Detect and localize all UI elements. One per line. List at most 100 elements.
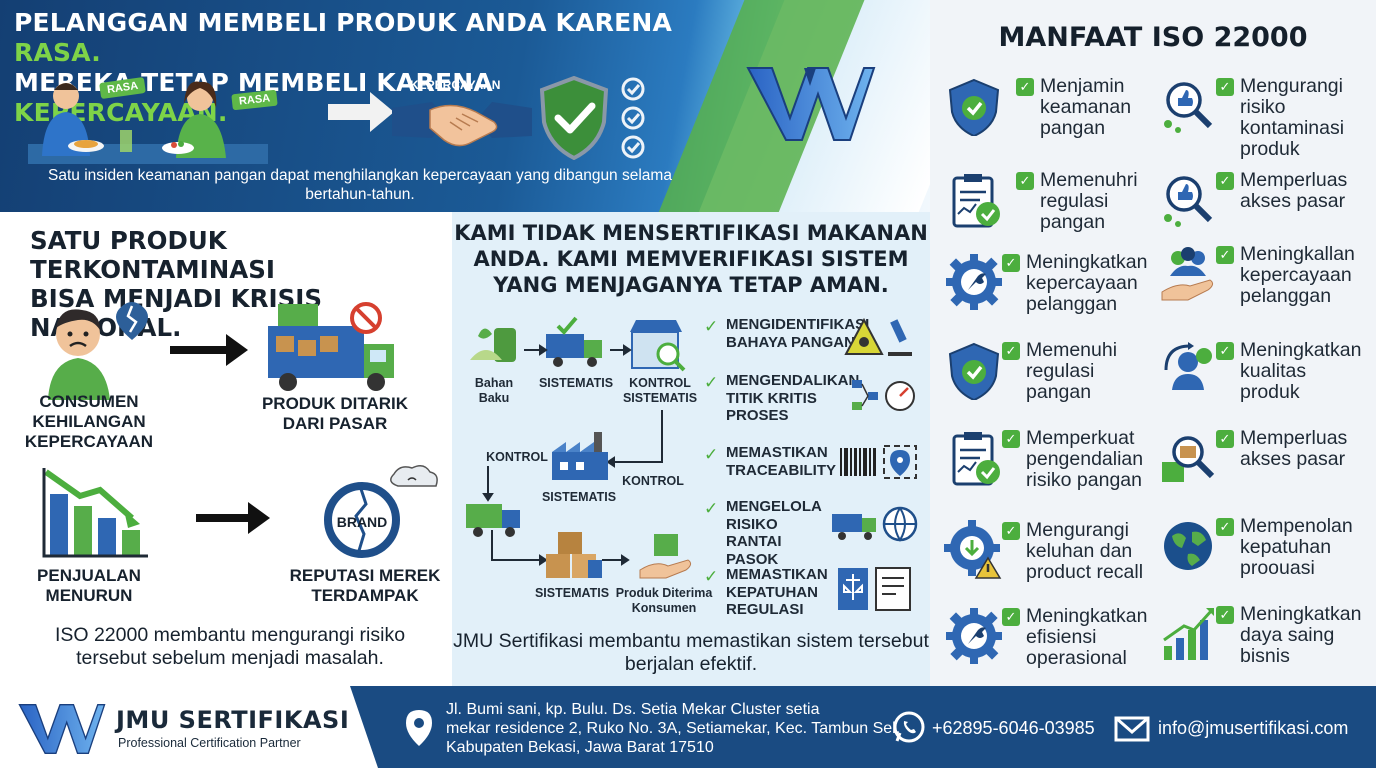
- raw-material-icon: [470, 328, 516, 362]
- check-icon: ✓: [704, 445, 719, 464]
- trust-label: KEPERCAYAAN: [410, 78, 501, 92]
- growth-chart-icon: [1163, 608, 1214, 660]
- flow-connector-arrows: [482, 344, 663, 566]
- benefit-text: Memenuhri regulasi pangan: [1040, 169, 1138, 233]
- check-icon: ✓: [1002, 522, 1020, 540]
- jmu-note: JMU Sertifikasi membantu memastikan sist…: [453, 630, 929, 675]
- benefits-panel: MANFAAT ISO 22000 ✓ Menjamin keamanan pan…: [930, 0, 1376, 686]
- caption-consumer: CONSUMEN KEHILANGAN KEPERCAYAAN: [24, 392, 154, 451]
- footer-tagline: Professional Certification Partner: [118, 736, 301, 750]
- truck-globe-icon: [832, 506, 918, 542]
- magnifier-thumb-icon: [1164, 176, 1213, 227]
- benefit-item: ✓ Meningkatkan kepercayaan pelanggan: [944, 252, 1149, 342]
- benefit-item: ✓ Mengurangi keluhan dan product recall: [944, 520, 1149, 610]
- benefit-item: ✓ Meningkatkan daya saing bisnis: [1158, 604, 1363, 694]
- benefit-text: Menjamin keamanan pangan: [1040, 75, 1132, 139]
- benefit-item: ✓Meningkatkan efisiensi operasional: [944, 606, 1149, 696]
- benefit-item: ✓ Menjamin keamanan pangan: [944, 76, 1149, 166]
- law-document-icon: [838, 567, 911, 611]
- check-icon: ✓: [704, 567, 719, 586]
- shield-check-icon: [539, 76, 609, 160]
- check-icon: ✓: [1002, 342, 1020, 360]
- benefit-text: Memenuhi regulasi pangan: [1026, 339, 1118, 403]
- benefit-text: Meningkatkan kepercayaan pelanggan: [1026, 251, 1148, 315]
- people-eating-illustration: [28, 81, 268, 164]
- clipboard-check-icon: [952, 432, 1000, 486]
- check-icon: ✓: [1216, 78, 1234, 96]
- store-inspection-icon: [630, 320, 686, 372]
- check-icon: ✓: [704, 317, 719, 336]
- delivery-truck-icon: [466, 504, 520, 537]
- jmu-logo: [746, 67, 876, 141]
- truck-icon: [546, 316, 602, 367]
- benefit-item: ✓ Mempenolan kepatuhan proouasi: [1158, 516, 1363, 606]
- recall-truck-icon: [268, 302, 394, 391]
- factory-icon: [552, 432, 608, 480]
- flow-raw-material: Bahan Baku: [474, 376, 514, 405]
- shield-check-icon: [948, 342, 1000, 400]
- footer-email[interactable]: info@jmusertifikasi.com: [1158, 718, 1349, 738]
- gear-wrench-icon: [946, 254, 1002, 310]
- flow-systematic-1: SISTEMATIS: [538, 376, 614, 390]
- globe-icon: [1164, 522, 1212, 570]
- gear-warning-icon: [944, 520, 1002, 579]
- flow-control-systematic: KONTROL SISTEMATIS: [622, 376, 698, 405]
- handshake-icon: [392, 102, 532, 147]
- magnifier-thumb-icon: [1164, 82, 1213, 133]
- check-icon: ✓: [1216, 430, 1234, 448]
- caption-reputation: REPUTASI MEREK TERDAMPAK: [289, 566, 441, 605]
- checklist-icon: [621, 77, 645, 159]
- benefit-text: Meningkatkan daya saing bisnis: [1240, 603, 1362, 667]
- hand-box-icon: [639, 534, 692, 579]
- sad-consumer-icon: [48, 302, 148, 400]
- footer-brand: JMU SERTIFIKASI: [116, 706, 350, 734]
- benefits-title: MANFAAT ISO 22000: [998, 22, 1308, 53]
- system-title: KAMI TIDAK MENSERTIFIKASI MAKANAN ANDA. …: [454, 221, 928, 297]
- benefit-text: Meningkatkan kualitas produk: [1240, 339, 1362, 403]
- banner-note: Satu insiden keamanan pangan dapat mengh…: [48, 167, 672, 203]
- flow-systematic-2: SISTEMATIS: [541, 490, 617, 504]
- benefit-text: Memperluas akses pasar: [1240, 427, 1348, 470]
- benefit-text: Mengurangi keluhan dan product recall: [1026, 519, 1144, 583]
- benefit-item: ✓ Mengurangi risiko kontaminasi produk: [1158, 76, 1363, 166]
- flow-consumer-received: Produk Diterima Konsumen: [615, 586, 713, 615]
- location-pin-icon: [406, 710, 432, 746]
- benefit-item: ✓ Memenuhi regulasi pangan: [944, 340, 1149, 430]
- person-cycle-icon: [1164, 342, 1212, 390]
- hero-banner: PELANGGAN MEMBELI PRODUK ANDA KARENA RAS…: [0, 0, 930, 212]
- footer: JMU SERTIFIKASI Professional Certificati…: [0, 686, 1376, 768]
- flow-control-2: KONTROL: [486, 450, 548, 464]
- check-icon: ✓: [704, 373, 719, 392]
- benefit-text: Meningkatkan efisiensi operasional: [1026, 605, 1148, 669]
- hand-people-icon: [1161, 247, 1214, 301]
- benefit-text: Memperluas akses pasar: [1240, 169, 1348, 212]
- barcode-location-icon: [840, 445, 917, 479]
- check-icon: ✓: [1002, 254, 1020, 272]
- whatsapp-icon: [893, 711, 925, 743]
- jmu-logo: [18, 704, 106, 754]
- brand-word: BRAND: [336, 514, 388, 530]
- footer-logo-block: JMU SERTIFIKASI Professional Certificati…: [0, 686, 378, 768]
- check-icon: ✓: [704, 499, 719, 518]
- benefit-text: Mempenolan kepatuhan proouasi: [1240, 515, 1353, 579]
- benefit-text: Mengurangi risiko kontaminasi produk: [1240, 75, 1345, 160]
- right-arrow-icon: [328, 92, 394, 132]
- check-icon: ✓: [1216, 606, 1234, 624]
- check-icon: ✓: [1216, 342, 1234, 360]
- check-icon: ✓: [1216, 246, 1234, 264]
- caption-recall: PRODUK DITARIK DARI PASAR: [261, 394, 409, 433]
- email-icon: [1114, 716, 1150, 742]
- process-gauge-icon: [852, 380, 915, 411]
- check-icon: ✓: [1016, 172, 1034, 190]
- check-icon: ✓: [1016, 78, 1034, 96]
- check-icon: ✓: [1002, 430, 1020, 448]
- flow-control-3: KONTROL: [622, 474, 684, 488]
- clipboard-check-icon: [952, 174, 1000, 228]
- check-icon: ✓: [1216, 518, 1234, 536]
- benefit-item: ✓Memperkuat pengendalian risiko pangan: [944, 428, 1149, 518]
- crisis-section: SATU PRODUK TERKONTAMINASI BISA MENJADI …: [0, 212, 452, 686]
- benefit-item: ✓ Meningkatkan kualitas produk: [1158, 340, 1363, 430]
- shield-check-icon: [948, 78, 1000, 136]
- iso-note: ISO 22000 membantu mengurangi risiko ter…: [54, 624, 406, 669]
- footer-phone[interactable]: +62895-6046-03985: [932, 718, 1095, 738]
